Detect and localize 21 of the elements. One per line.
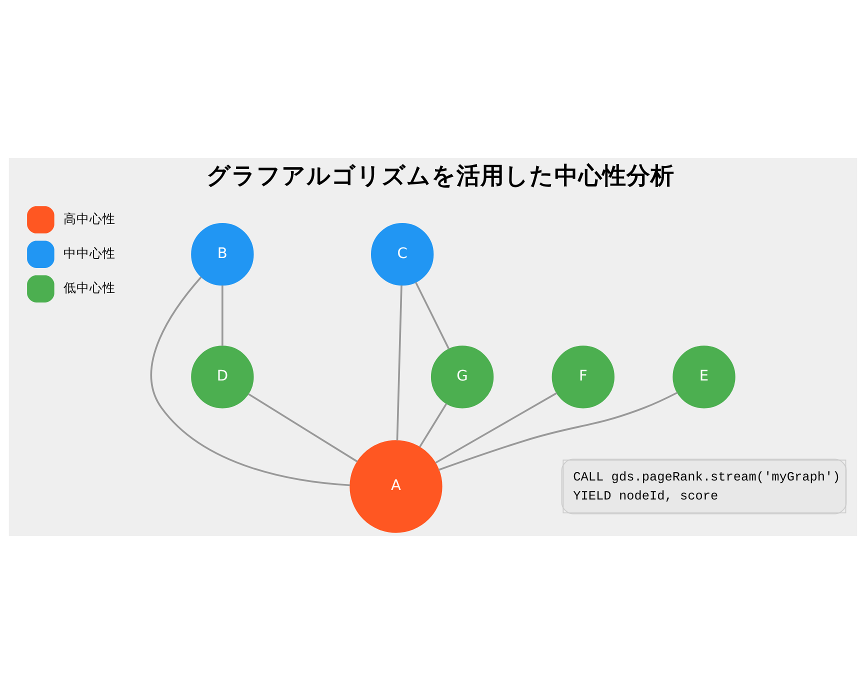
connector <box>150 276 350 486</box>
connector <box>396 285 402 440</box>
node-circle: C <box>370 222 434 286</box>
node-circle: B <box>191 222 254 286</box>
connector <box>435 392 558 464</box>
node-circle: D <box>191 346 254 408</box>
label: CALL gds.pageRank.stream('myGraph') <box>573 469 840 484</box>
legend-label: 低中心性 <box>63 280 116 296</box>
connector <box>419 403 448 448</box>
node-circle: G <box>430 346 494 408</box>
node-circle: F <box>552 346 614 408</box>
diagram-title: グラフアルゴリズムを活用した中心性分析 <box>206 161 674 190</box>
connector <box>248 393 358 462</box>
node-circle: A <box>350 440 442 533</box>
legend-label: 中中心性 <box>63 246 116 261</box>
connector <box>414 282 450 350</box>
connector <box>222 285 224 346</box>
legend-label: 高中心性 <box>63 211 116 226</box>
connector <box>438 392 678 471</box>
label: YIELD nodeId, score <box>573 488 718 504</box>
node-circle: E <box>672 346 736 408</box>
